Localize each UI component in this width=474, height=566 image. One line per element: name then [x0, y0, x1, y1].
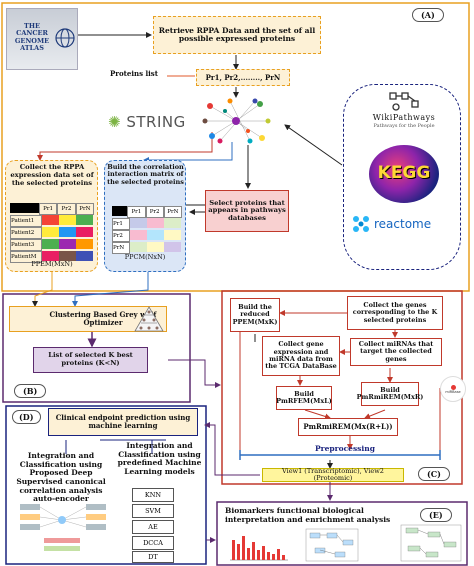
model-ae: AE — [132, 520, 174, 534]
wikipathways-subtext: Pathways for the People — [373, 123, 435, 129]
clustering-box: Clustering Based Grey wolf Optimizer — [9, 306, 167, 332]
corr-row-1: Pr1 — [112, 218, 130, 230]
corr-row-2: Pr2 — [112, 230, 130, 242]
pmrmirem-box: PmRmiREM(Mx(R+L)) — [298, 418, 398, 436]
select-pathways-box: Select proteins that appears in pathways… — [205, 190, 289, 232]
collect-mirnas-box: Collect miRNAs that target the collected… — [350, 338, 442, 366]
rppa-row-4: PatientM — [10, 251, 42, 263]
model-svm: SVM — [132, 504, 174, 518]
mirbase-logo: miRBase — [440, 376, 466, 402]
tcga-logo: THE CANCER GENOME ATLAS — [6, 8, 78, 70]
mirbase-dot-icon — [450, 384, 456, 390]
model-dcca: DCCA — [132, 536, 174, 550]
section-a-label: (A) — [412, 8, 444, 22]
predefined-models-label: Integration and Classification using pre… — [117, 441, 202, 476]
proteins-list-label: Proteins list — [110, 69, 158, 78]
string-logo-text: STRING — [126, 113, 186, 131]
model-dt: DT — [132, 551, 174, 563]
clinical-endpoint-box: Clinical endpoint prediction using machi… — [48, 408, 198, 436]
rppa-header-2: Pr2 — [57, 203, 76, 215]
corr-caption: PPCM(NxN) — [124, 253, 166, 261]
mirbase-text: miRBase — [445, 389, 461, 394]
wikipathways-icon — [389, 92, 419, 111]
globe-icon — [55, 28, 75, 48]
biomarkers-title: Biomarkers functional biological interpr… — [225, 506, 391, 524]
network-icon — [202, 98, 271, 144]
reactome-icon — [353, 216, 369, 232]
preprocessing-label: Preprocessing — [315, 444, 375, 453]
section-d-frame — [5, 405, 207, 565]
collect-gene-expr-box: Collect gene expression and miRNA data f… — [262, 336, 340, 376]
build-corr-title: Build the correlation interaction matrix… — [107, 163, 184, 186]
pathway-map-thumbnail-1 — [305, 528, 359, 562]
section-e-label: (E) — [420, 508, 452, 522]
rppa-row-3: Patient3 — [10, 239, 42, 251]
rppa-header-3: PrN — [75, 203, 95, 215]
rppa-matrix: Pr1 Pr2 PrN Patient1 Patient2 Patient3 P… — [10, 203, 95, 263]
tcga-logo-text: THE CANCER GENOME ATLAS — [14, 22, 50, 53]
deep-dcca-label: Integration and Classification using Pro… — [16, 451, 106, 504]
corr-matrix: Pr1 Pr2 PrN Pr1 Pr2 PrN — [112, 206, 182, 254]
reactome-logo: reactome — [350, 211, 454, 237]
kegg-logo: KEGG — [369, 145, 439, 203]
wikipathways-text: WikiPathways — [372, 113, 436, 122]
kegg-logo-text: KEGG — [377, 163, 431, 184]
rppa-caption: PPEM(MxN) — [31, 260, 73, 268]
list-k-proteins-box: List of selected K best proteins (K<N) — [33, 347, 148, 373]
views-box: View1 (Transcriptomic), View2 (Proteomic… — [262, 467, 404, 482]
build-pmrfem-box: Build PmRFEM(MxL) — [276, 386, 332, 410]
corr-header-3: PrN — [163, 206, 182, 218]
section-b-label: (B) — [14, 384, 47, 398]
build-reduced-box: Build the reduced PPEM(MxK) — [230, 298, 280, 332]
proteins-list-box: Pr1, Pr2,........, PrN — [196, 69, 290, 86]
pathway-map-thumbnail-2 — [400, 524, 462, 562]
reactome-text: reactome — [374, 217, 432, 231]
autoencoder-diagram — [20, 504, 106, 551]
section-d-label: (D) — [12, 410, 41, 424]
build-pmrem-box: Build PmRmiREM(MxR) — [357, 382, 423, 406]
section-c-label: (C) — [418, 467, 450, 481]
section-e-frame — [216, 501, 468, 566]
collect-rppa-title: Collect the RPPA expression data set of … — [10, 163, 94, 187]
corr-header-1: Pr1 — [127, 206, 146, 218]
pathways-panel: WikiPathways Pathways for the People KEG… — [343, 84, 461, 270]
corr-row-3: PrN — [112, 242, 130, 254]
string-logo: ✺ STRING — [108, 113, 186, 131]
model-knn: KNN — [132, 488, 174, 502]
collect-genes-box: Collect the genes corresponding to the K… — [347, 296, 443, 330]
enrichment-bar-chart-thumbnail — [230, 536, 288, 561]
retrieve-rppa-box: Retrieve RPPA Data and the set of all po… — [153, 16, 321, 54]
rppa-row-2: Patient2 — [10, 227, 42, 239]
corr-header-2: Pr2 — [145, 206, 164, 218]
rppa-row-1: Patient1 — [10, 215, 42, 227]
rppa-header-1: Pr1 — [38, 203, 58, 215]
wolf-pyramid-icon — [134, 306, 164, 332]
wikipathways-logo: WikiPathways Pathways for the People — [366, 91, 442, 135]
